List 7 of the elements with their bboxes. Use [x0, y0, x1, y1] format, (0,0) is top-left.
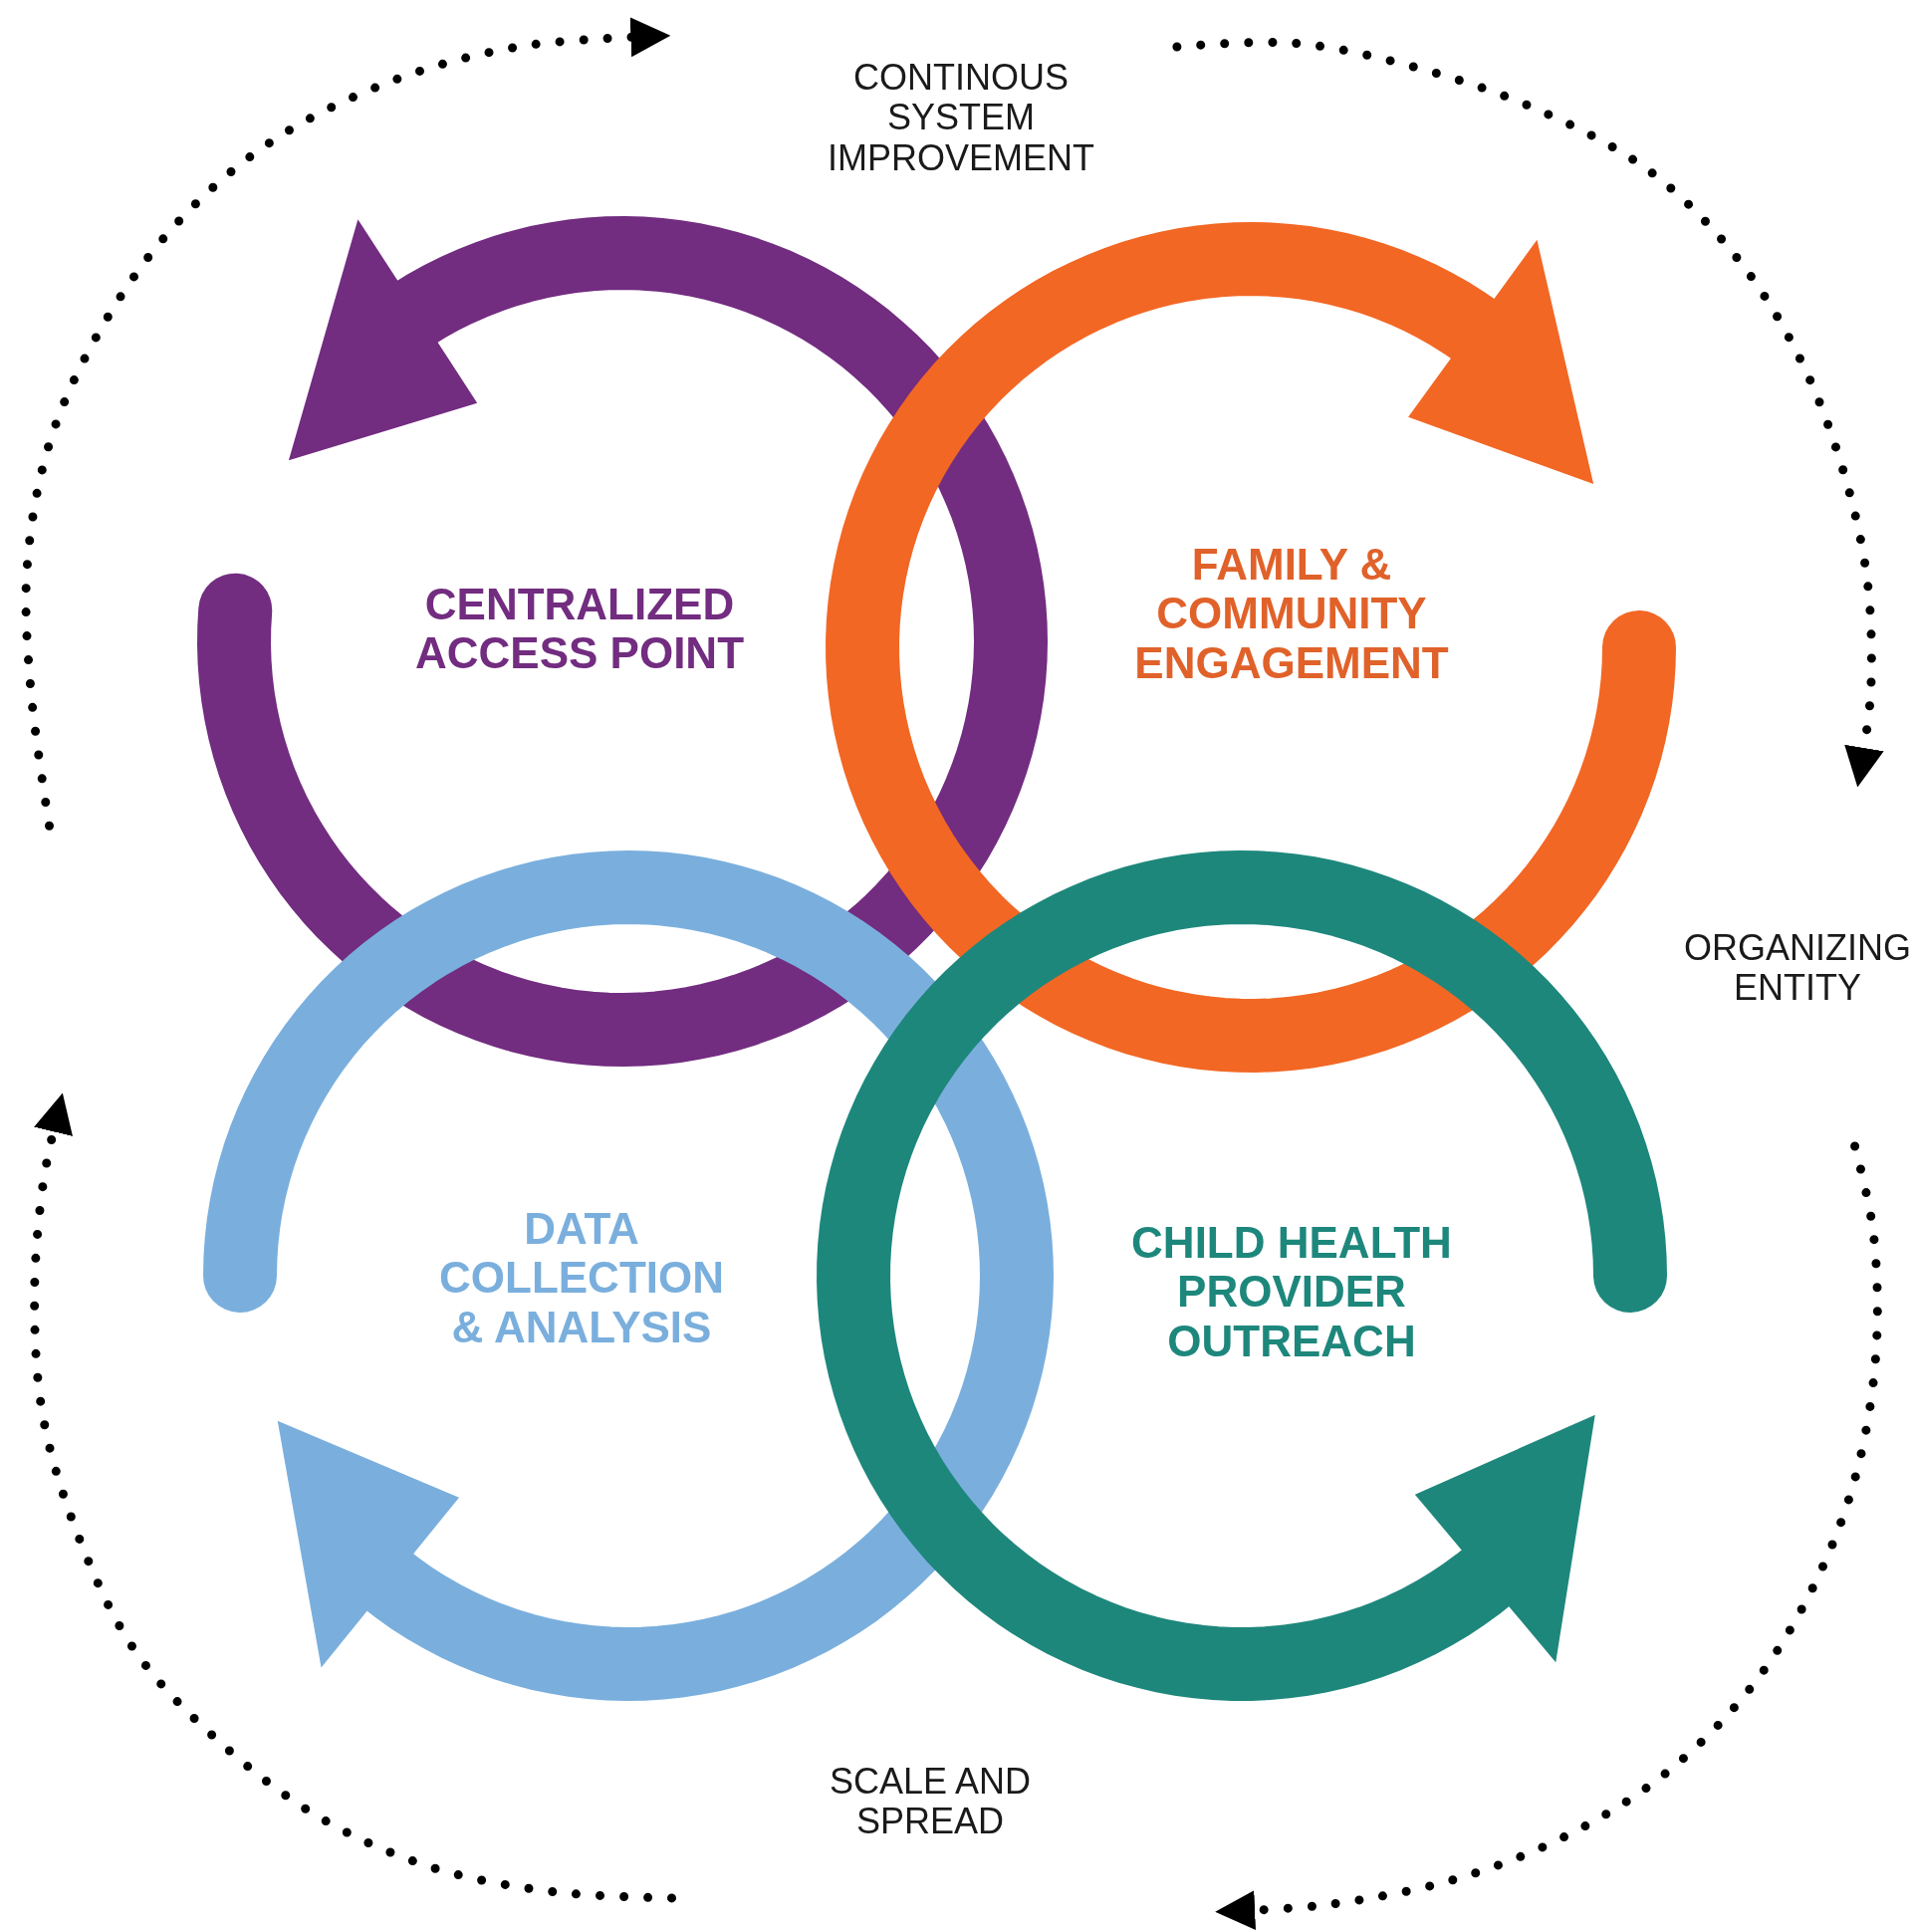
stage-label: ORGANIZING ENTITY: [1683, 927, 1912, 1009]
node-label: FAMILY & COMMUNITY ENGAGEMENT: [1133, 540, 1450, 687]
stage-label: CONTINOUS SYSTEM IMPROVEMENT: [827, 57, 1095, 178]
stage-label: SCALE AND SPREAD: [828, 1761, 1033, 1842]
node-label: CHILD HEALTH PROVIDER OUTREACH: [1130, 1218, 1453, 1365]
node-label: DATA COLLECTION & ANALYSIS: [438, 1204, 725, 1351]
node-label: CENTRALIZED ACCESS POINT: [413, 579, 745, 678]
